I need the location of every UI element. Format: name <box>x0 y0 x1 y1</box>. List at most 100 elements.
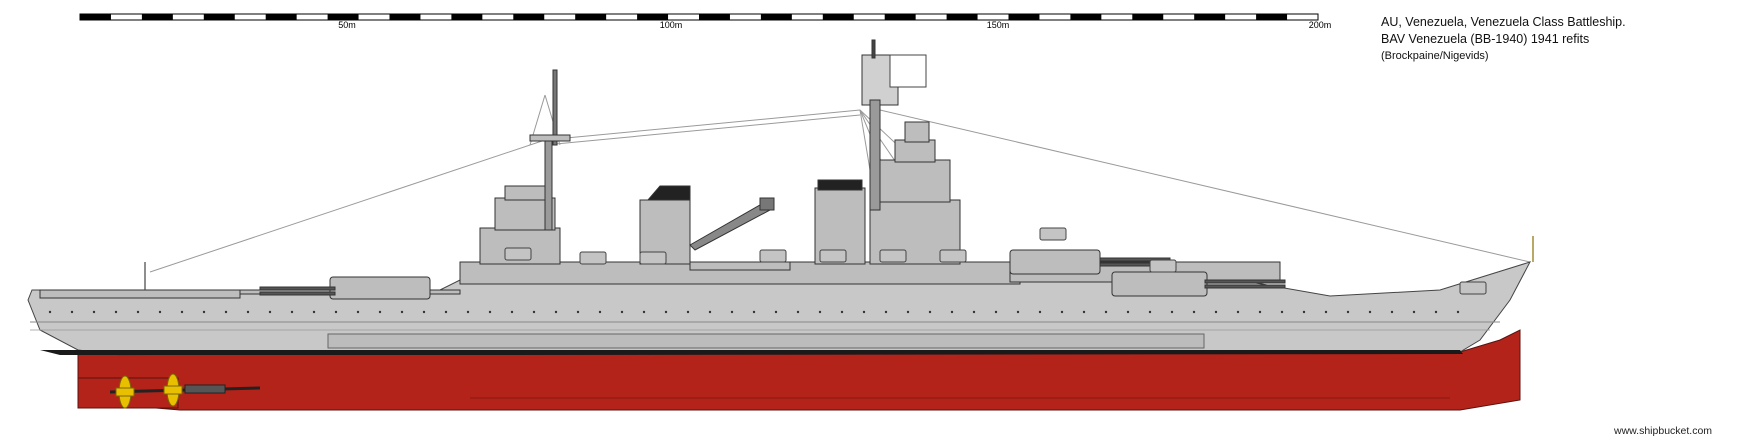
porthole <box>1104 310 1108 314</box>
porthole <box>1258 310 1262 314</box>
scale-segment <box>451 14 483 20</box>
porthole <box>554 310 558 314</box>
secondary-gun-mount <box>639 251 667 265</box>
porthole <box>268 310 272 314</box>
armor-belt <box>327 333 1205 349</box>
boot-topping <box>40 350 1463 355</box>
porthole <box>1390 310 1394 314</box>
porthole <box>532 310 536 314</box>
porthole <box>1280 310 1284 314</box>
scale-segment <box>80 14 111 20</box>
title-line-1: AU, Venezuela, Venezuela Class Battleshi… <box>1381 15 1626 29</box>
porthole <box>950 310 954 314</box>
porthole <box>1412 310 1416 314</box>
propeller-aft <box>115 375 135 409</box>
scale-segment <box>822 14 854 20</box>
porthole <box>444 310 448 314</box>
porthole <box>708 310 712 314</box>
porthole <box>1148 310 1152 314</box>
porthole <box>1192 310 1196 314</box>
porthole <box>1170 310 1174 314</box>
porthole <box>884 310 888 314</box>
porthole <box>246 310 250 314</box>
secondary-gun-mount <box>879 249 907 263</box>
porthole <box>598 310 602 314</box>
scale-segment <box>884 14 916 20</box>
porthole <box>1016 310 1020 314</box>
porthole <box>840 310 844 314</box>
scale-label-100m: 100m <box>659 20 683 30</box>
porthole <box>752 310 756 314</box>
portholes <box>48 310 1460 314</box>
porthole <box>488 310 492 314</box>
scale-segment <box>1256 14 1288 20</box>
porthole <box>202 310 206 314</box>
secondary-gun-mount <box>759 249 787 263</box>
porthole <box>70 310 74 314</box>
porthole <box>664 310 668 314</box>
porthole <box>1324 310 1328 314</box>
porthole <box>92 310 96 314</box>
scale-segment <box>1008 14 1040 20</box>
secondary-gun-mount <box>504 247 532 261</box>
porthole <box>466 310 470 314</box>
title-credit: (Brockpaine/Nigevids) <box>1381 50 1489 62</box>
porthole <box>510 310 514 314</box>
porthole <box>48 310 52 314</box>
porthole <box>620 310 624 314</box>
porthole <box>1060 310 1064 314</box>
porthole <box>400 310 404 314</box>
porthole <box>796 310 800 314</box>
turret-aft <box>259 276 431 300</box>
scale-segment <box>203 14 235 20</box>
scale-segment <box>389 14 421 20</box>
porthole <box>1368 310 1372 314</box>
turret-forward-1 <box>1111 271 1286 297</box>
drawing-title-block: AU, Venezuela, Venezuela Class Battleshi… <box>1381 14 1626 65</box>
scale-segment <box>141 14 173 20</box>
porthole <box>180 310 184 314</box>
flagstaffs <box>144 236 1534 290</box>
porthole <box>818 310 822 314</box>
porthole <box>1302 310 1306 314</box>
scale-segment <box>513 14 545 20</box>
scale-bar <box>79 13 1319 21</box>
porthole <box>1236 310 1240 314</box>
secondary-gun-mount <box>1459 281 1487 295</box>
scale-label-200m: 200m <box>1308 20 1332 30</box>
porthole <box>1214 310 1218 314</box>
porthole <box>312 310 316 314</box>
scale-label-150m: 150m <box>986 20 1010 30</box>
porthole <box>994 310 998 314</box>
porthole <box>356 310 360 314</box>
secondary-mounts <box>504 227 1487 295</box>
porthole <box>972 310 976 314</box>
secondary-gun-mount <box>1039 227 1067 241</box>
scale-segment <box>699 14 730 20</box>
secondary-gun-mount <box>579 251 607 265</box>
porthole <box>290 310 294 314</box>
porthole <box>642 310 646 314</box>
propeller-assembly <box>109 373 261 409</box>
watermark-link[interactable]: www.shipbucket.com <box>1614 425 1713 437</box>
scale-segment <box>1132 14 1164 20</box>
scale-segment <box>946 14 978 20</box>
porthole <box>686 310 690 314</box>
porthole <box>422 310 426 314</box>
scale-segment <box>1070 14 1102 20</box>
porthole <box>378 310 382 314</box>
secondary-gun-mount <box>819 249 847 263</box>
porthole <box>114 310 118 314</box>
scale-segment <box>760 14 792 20</box>
porthole <box>730 310 734 314</box>
main-turrets <box>259 249 1286 300</box>
porthole <box>136 310 140 314</box>
secondary-gun-mount <box>939 249 967 263</box>
porthole <box>1038 310 1042 314</box>
porthole <box>1456 310 1460 314</box>
porthole <box>1346 310 1350 314</box>
scale-segment <box>265 14 297 20</box>
porthole <box>334 310 338 314</box>
